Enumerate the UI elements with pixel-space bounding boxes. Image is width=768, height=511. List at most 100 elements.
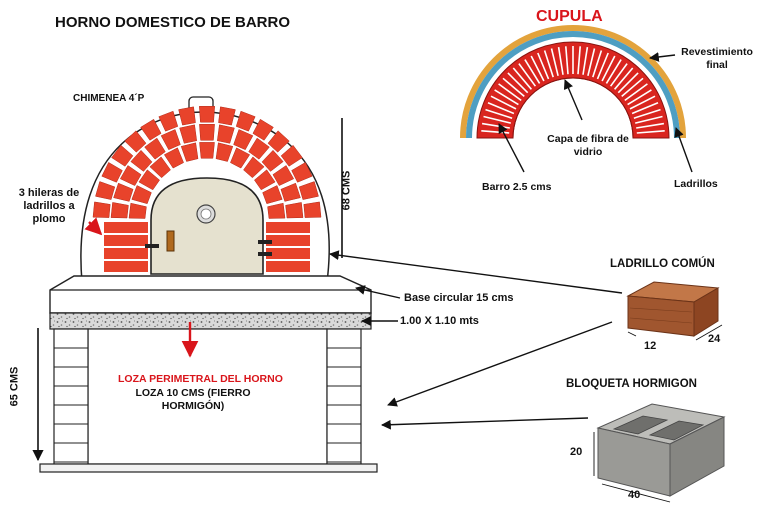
arch-brick [160,129,181,151]
mortar-joint [636,130,665,134]
pillar-right [326,328,362,465]
arch-brick [92,201,111,218]
fibra-label: Capa de fibra de vidrio [538,133,638,159]
arch-brick [199,106,215,123]
arch-brick [267,202,286,219]
mortar-joint [636,122,665,129]
arch-brick [113,182,134,202]
mortar-joint [524,59,541,84]
arch-brick [298,181,319,200]
side-brick [266,222,310,233]
slab-label-line-1: LOZA 10 CMS (FIERRO [135,387,251,399]
side-brick [266,235,310,246]
mortar-joint [557,46,564,75]
mortar-joint [577,46,581,75]
mortar-joint [487,102,515,115]
circular-base [49,275,372,314]
revestimiento-label-line-1: Revestimiento [681,46,753,58]
mortar-joint [635,115,663,124]
arch-brick [243,156,265,179]
side-brick [104,222,148,233]
mortar-joint [613,67,634,90]
ladrillos-label: Ladrillos [674,178,718,190]
slab-size-label: 1.00 X 1.10 mts [400,315,479,327]
side-brick [104,261,148,272]
arch-brick [199,124,215,141]
mortar-joint [537,52,550,80]
arch-brick [280,182,301,202]
block-arrow [381,417,589,430]
brick-title: LADRILLO COMÚN [610,258,715,270]
concrete-slab [49,312,372,330]
concrete-block-drawing [381,403,726,503]
revestimiento-label: Revestimiento final [672,46,762,72]
pillar-left [53,328,89,465]
arch-brick [285,202,304,219]
door-handle [166,230,175,252]
revestimiento-label-line-2: final [706,59,728,71]
slab-label-line-2: HORMIGÓN) [161,400,225,412]
brick-arrow-2 [387,321,613,407]
mortar-joint [543,50,554,78]
arch-brick [215,142,234,162]
common-brick-drawing [329,250,723,407]
side-brick [104,248,148,259]
arch-brick [119,165,142,186]
mortar-joint [494,89,519,106]
arch-brick [111,144,134,167]
slab-label: LOZA 10 CMS (FIERRO HORMIGÓN) [128,387,258,413]
arch-brick [101,162,123,183]
mortar-joint [605,59,622,84]
mortar-joint [601,55,616,82]
rows-label: 3 hileras de ladrillos a plomo [10,187,88,226]
arch-brick [149,156,171,179]
mortar-joint [592,50,603,78]
cupula-clay-ring [460,25,686,139]
mortar-joint [624,83,648,102]
mortar-joint [627,89,652,106]
arch-brick [235,110,256,132]
arch-brick [131,185,152,205]
door-hinge-right [258,240,272,244]
arch-brick [124,130,147,153]
rows-arrow [84,217,103,236]
block-title: BLOQUETA HORMIGON [566,378,697,390]
barro-label: Barro 2.5 cms [482,181,552,193]
mortar-joint [550,48,559,76]
arch-brick [144,137,166,160]
mortar-joint [518,63,537,87]
stand-height-label: 65 CMS [8,366,21,407]
arch-brick [95,181,116,200]
arch-brick [267,130,290,153]
brick-arrow [329,250,623,294]
rows-label-line-2: ladrillos a [23,200,75,212]
arch-brick [110,202,129,219]
dome-height-label: 68 CMS [340,170,353,211]
cupula-title: CUPULA [536,8,603,25]
arch-brick [280,144,303,167]
arch-brick [254,169,276,191]
mortar-joint [512,67,533,90]
rows-label-line-1: 3 hileras de [18,187,80,199]
mortar-joint [629,95,656,110]
block-dim-h: 20 [570,446,583,458]
rows-label-line-3: plomo [32,213,66,225]
ladrillos-arrow [674,127,693,173]
arch-brick [261,149,284,172]
chimney-label: CHIMENEA 4´P [73,93,145,104]
mortar-joint [633,108,661,119]
mortar-joint [609,63,628,87]
base-label: Base circular 15 cms [404,292,514,304]
side-brick [266,261,310,272]
mortar-joint [530,55,545,82]
arch-brick [233,129,254,151]
arch-brick [230,147,251,169]
mortar-joint [587,48,596,76]
mortar-joint [483,115,511,124]
barro-arrow [498,123,525,173]
fibra-arrow [563,79,583,121]
arch-brick [128,202,147,219]
arch-brick [303,201,322,218]
floor-slab [39,463,378,473]
